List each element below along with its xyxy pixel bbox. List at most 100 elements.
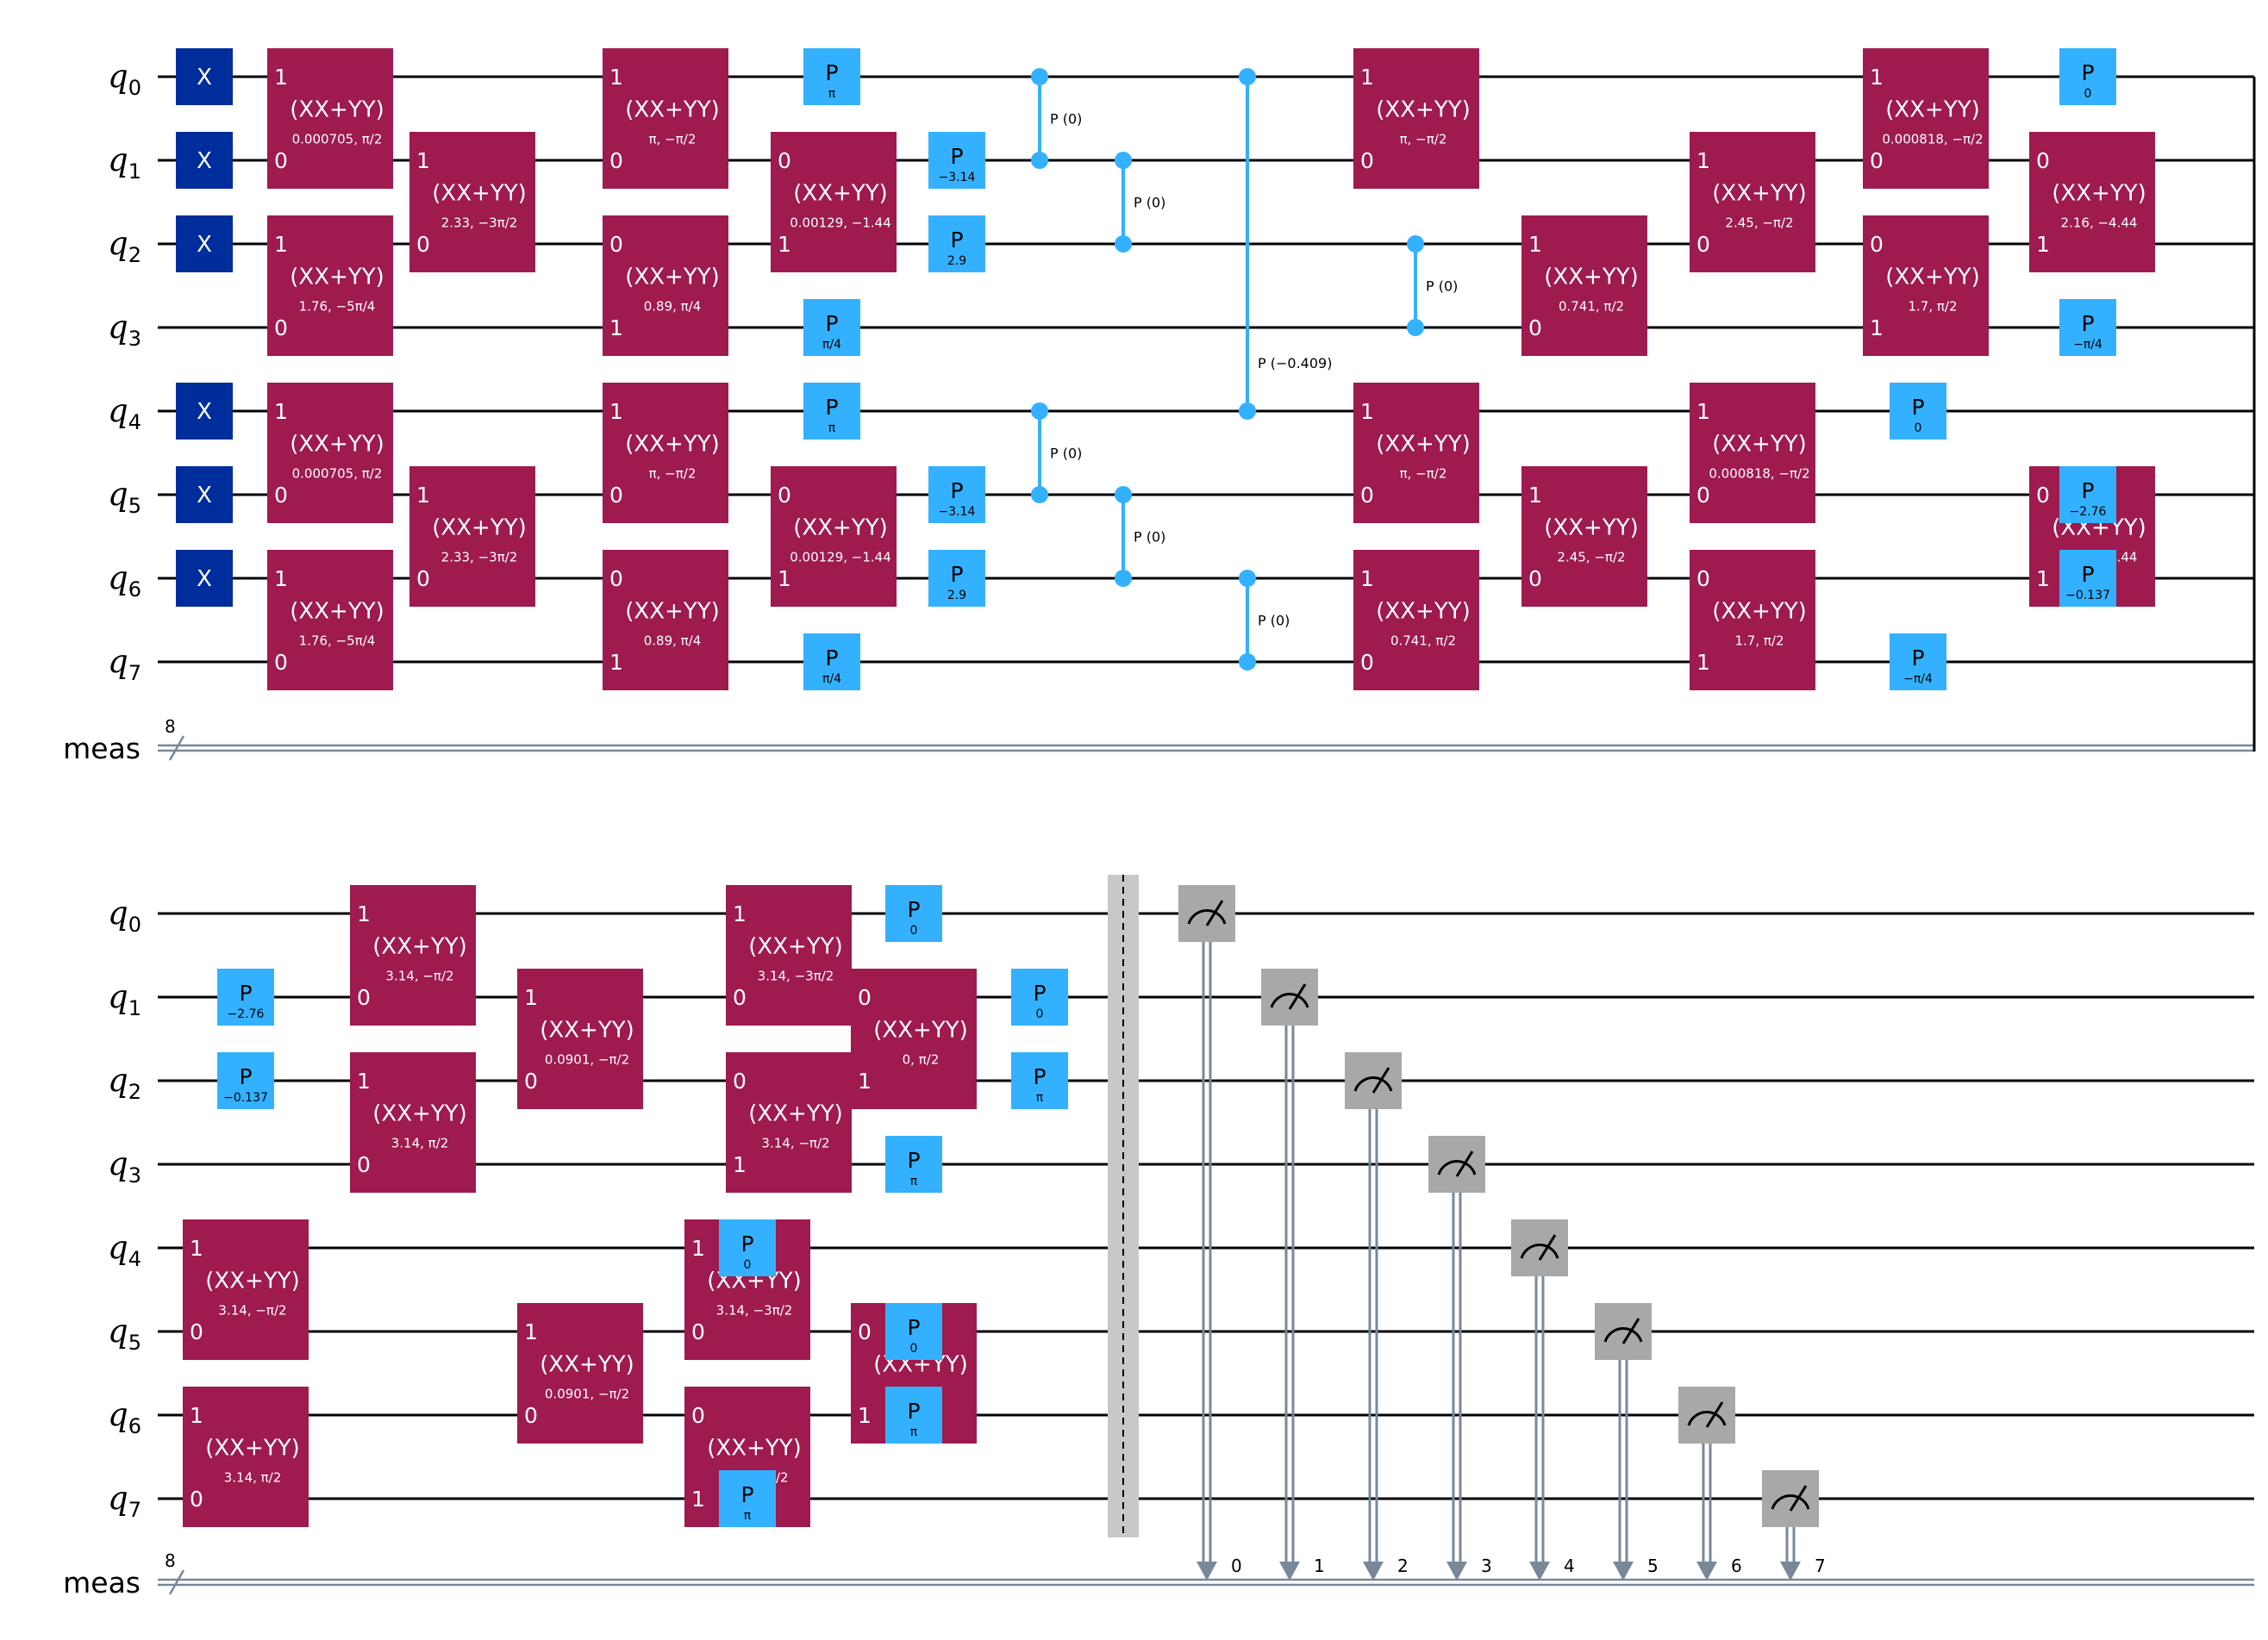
x-gate — [176, 550, 233, 607]
gate-port-top: 1 — [190, 1403, 203, 1428]
gate-port-top: 1 — [691, 1236, 705, 1261]
gate-params: 2.45, −π/2 — [1557, 550, 1625, 565]
qubit-label-6: q6 — [108, 1396, 141, 1438]
control-dot — [1115, 152, 1132, 169]
xx-plus-yy-gate — [771, 466, 897, 607]
gate-port-top: 1 — [609, 399, 623, 424]
x-gate — [176, 383, 233, 440]
measure-gate — [1428, 1136, 1485, 1193]
phase-gate-label: P — [1033, 1064, 1046, 1089]
gate-name: (XX+YY) — [1712, 599, 1806, 625]
gate-port-bottom: 0 — [416, 566, 430, 591]
phase-gate — [803, 633, 860, 690]
xx-plus-yy-gate — [1690, 550, 1815, 690]
gate-name: (XX+YY) — [1376, 432, 1470, 458]
gate-name: (XX+YY) — [625, 97, 719, 123]
meter-needle-icon — [1288, 983, 1307, 1010]
gate-params: 0.00129, −1.44 — [790, 215, 891, 231]
phase-gate-label: P — [2081, 562, 2094, 587]
xx-plus-yy-gate — [1353, 383, 1479, 523]
gate-name: (XX+YY) — [793, 181, 887, 207]
gate-params: 0.741, π/2 — [1390, 633, 1456, 649]
control-dot — [1031, 152, 1048, 169]
gate-port-top: 0 — [1696, 566, 1710, 591]
qubit-label-0: q0 — [108, 895, 141, 937]
phase-gate-param: −0.137 — [2065, 589, 2110, 602]
control-dot — [1031, 402, 1048, 420]
phase-gate — [803, 48, 860, 105]
classical-bit-label: 4 — [1564, 1556, 1575, 1576]
gate-name: (XX+YY) — [625, 265, 719, 290]
gate-name: (XX+YY) — [625, 599, 719, 625]
phase-gate-label: P — [2081, 60, 2094, 85]
phase-gate-label: P — [950, 144, 963, 169]
phase-gate-label: P — [1911, 395, 1924, 420]
gate-port-bottom: 1 — [609, 315, 623, 340]
gate-name: (XX+YY) — [1544, 265, 1638, 290]
xx-plus-yy-gate — [1353, 48, 1479, 189]
phase-gate-param: −3.14 — [939, 505, 976, 519]
phase-gate — [2059, 466, 2116, 523]
classical-bit-label: 7 — [1815, 1556, 1826, 1576]
gate-params: 1.7, π/2 — [1908, 299, 1957, 315]
gate-port-top: 1 — [274, 399, 288, 424]
register-size-label: 8 — [165, 716, 176, 737]
gate-name: (XX+YY) — [2052, 181, 2146, 207]
controlled-phase-label: P (0) — [1050, 446, 1082, 462]
gate-name: (XX+YY) — [205, 1269, 299, 1294]
meter-arc-icon — [1603, 1327, 1643, 1343]
xx-plus-yy-gate — [1863, 215, 1989, 356]
gate-name: (XX+YY) — [1885, 265, 1979, 290]
phase-gate — [217, 1052, 274, 1109]
qubit-label-7: q7 — [108, 1480, 141, 1522]
gate-params: 3.14, π/2 — [224, 1470, 282, 1486]
meter-arc-icon — [1353, 1076, 1393, 1092]
control-dot — [1115, 486, 1132, 503]
phase-gate — [1011, 1052, 1068, 1109]
xx-plus-yy-gate — [350, 1052, 476, 1193]
measure-gate — [1178, 885, 1235, 942]
gate-port-bottom: 1 — [733, 1152, 747, 1177]
gate-port-top: 1 — [190, 1236, 203, 1261]
gate-port-bottom: 0 — [274, 315, 288, 340]
phase-gate — [1890, 633, 1946, 690]
gate-port-top: 1 — [416, 148, 430, 173]
gate-port-top: 1 — [1528, 232, 1542, 257]
gate-port-top: 0 — [609, 566, 623, 591]
phase-gate-param: π/4 — [822, 338, 841, 352]
qubit-label-6: q6 — [108, 559, 141, 602]
gate-port-top: 1 — [1696, 148, 1710, 173]
gate-params: 0.000705, π/2 — [292, 132, 383, 147]
xx-plus-yy-gate — [726, 1052, 852, 1193]
control-dot — [1115, 235, 1132, 253]
xx-plus-yy-gate — [267, 215, 393, 356]
gate-port-top: 0 — [691, 1403, 705, 1428]
controlled-phase-label: P (0) — [1050, 111, 1082, 128]
gate-params: 3.14, −π/2 — [218, 1303, 286, 1319]
gate-port-top: 0 — [1870, 232, 1884, 257]
gate-name: (XX+YY) — [290, 265, 384, 290]
gate-name: (XX+YY) — [372, 1101, 466, 1127]
qubit-label-1: q1 — [108, 141, 141, 184]
gate-name: (XX+YY) — [290, 97, 384, 123]
phase-gate — [928, 132, 985, 189]
x-gate — [176, 132, 233, 189]
qubit-label-7: q7 — [108, 643, 141, 685]
control-dot — [1031, 68, 1048, 85]
gate-port-bottom: 0 — [274, 148, 288, 173]
phase-gate-param: π — [910, 1175, 918, 1188]
xx-plus-yy-gate — [267, 383, 393, 523]
gate-port-top: 1 — [1360, 65, 1374, 90]
gate-params: 0.000818, −π/2 — [1709, 466, 1809, 482]
phase-gate-param: π — [828, 87, 836, 101]
gate-params: 2.16, −4.44 — [2061, 215, 2138, 231]
phase-gate — [928, 550, 985, 607]
xx-plus-yy-gate — [603, 550, 728, 690]
xx-plus-yy-gate — [409, 132, 535, 272]
xx-plus-yy-gate — [2029, 132, 2155, 272]
phase-gate-param: −π/4 — [2073, 338, 2102, 352]
gate-name: (XX+YY) — [873, 1018, 967, 1044]
xx-plus-yy-gate — [1690, 383, 1815, 523]
classical-register-label: meas — [63, 1566, 141, 1599]
